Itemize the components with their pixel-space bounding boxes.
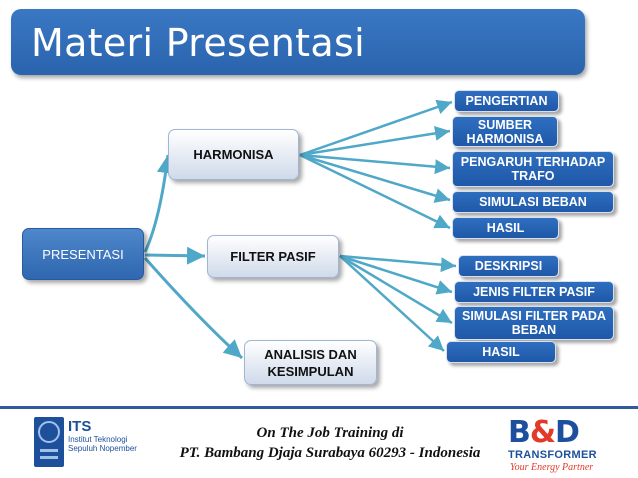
root-node-presentasi[interactable]: PRESENTASI <box>22 228 144 280</box>
its-logo-icon <box>34 417 64 467</box>
branch-node-filter-pasif[interactable]: FILTER PASIF <box>207 235 339 278</box>
leaf-simulasi-filter-pada-beban[interactable]: SIMULASI FILTER PADA BEBAN <box>454 306 614 340</box>
leaf-pengaruh-terhadap-trafo[interactable]: PENGARUH TERHADAP TRAFO <box>452 151 614 187</box>
branch-node-label: ANALISIS DAN KESIMPULAN <box>264 346 357 379</box>
leaf-simulasi-beban[interactable]: SIMULASI BEBAN <box>452 191 614 213</box>
title-banner: Materi Presentasi <box>11 9 585 75</box>
leaf-label: HASIL <box>482 345 520 359</box>
leaf-hasil-filter[interactable]: HASIL <box>446 341 556 363</box>
branch-node-label: FILTER PASIF <box>230 249 316 264</box>
branch-node-label: HARMONISA <box>193 147 274 162</box>
connector-filter-hasil <box>339 255 445 352</box>
leaf-jenis-filter-pasif[interactable]: JENIS FILTER PASIF <box>454 281 614 303</box>
footer-line-2: PT. Bambang Djaja Surabaya 60293 - Indon… <box>179 445 481 461</box>
connector-harmonisa-sumber <box>299 125 451 157</box>
connector-root-filter <box>144 246 206 265</box>
bd-logo-subtitle: TRANSFORMER <box>508 449 597 461</box>
leaf-label: DESKRIPSI <box>474 259 543 273</box>
leaf-label: JENIS FILTER PASIF <box>473 285 595 299</box>
connector-harmonisa-pengertian <box>299 99 453 157</box>
connector-harmonisa-hasil <box>299 153 451 230</box>
leaf-label: HASIL <box>486 221 525 235</box>
leaf-pengertian[interactable]: PENGERTIAN <box>454 90 559 112</box>
branch-node-analisis-kesimpulan[interactable]: ANALISIS DAN KESIMPULAN <box>244 340 377 385</box>
root-node-label: PRESENTASI <box>42 246 124 262</box>
connector-root-analisis <box>143 257 244 360</box>
leaf-deskripsi[interactable]: DESKRIPSI <box>458 255 559 277</box>
connector-filter-simulasi <box>339 254 453 325</box>
leaf-label: SIMULASI BEBAN <box>479 195 587 209</box>
footer-caption: On The Job Training di PT. Bambang Djaja… <box>150 423 510 463</box>
leaf-hasil-harmonisa[interactable]: HASIL <box>452 217 559 239</box>
leaf-label: PENGARUH TERHADAP TRAFO <box>460 155 606 183</box>
connector-filter-jenis <box>339 254 453 295</box>
footer-line-1: On The Job Training di <box>256 425 404 441</box>
page-title: Materi Presentasi <box>31 21 365 65</box>
bd-logo-tagline: Your Energy Partner <box>510 462 594 473</box>
footer-band <box>0 409 638 478</box>
connector-filter-deskripsi <box>339 254 457 273</box>
bd-transformer-logo: B&D TRANSFORMER Your Energy Partner <box>508 418 618 474</box>
connector-harmonisa-pengaruh <box>299 153 451 175</box>
leaf-sumber-harmonisa[interactable]: SUMBER HARMONISA <box>452 116 558 147</box>
leaf-label: PENGERTIAN <box>465 94 548 108</box>
leaf-label: SUMBER HARMONISA <box>466 117 544 146</box>
bd-logo-mark: B&D <box>508 415 580 450</box>
its-logo-subtitle: Institut Teknologi Sepuluh Nopember <box>68 435 137 453</box>
its-logo-name: ITS <box>68 418 92 435</box>
connector-root-harmonisa <box>143 154 175 253</box>
leaf-label: SIMULASI FILTER PADA BEBAN <box>462 309 606 337</box>
connector-harmonisa-simulasi <box>299 153 451 203</box>
footer-divider <box>0 406 638 409</box>
branch-node-harmonisa[interactable]: HARMONISA <box>168 129 299 180</box>
